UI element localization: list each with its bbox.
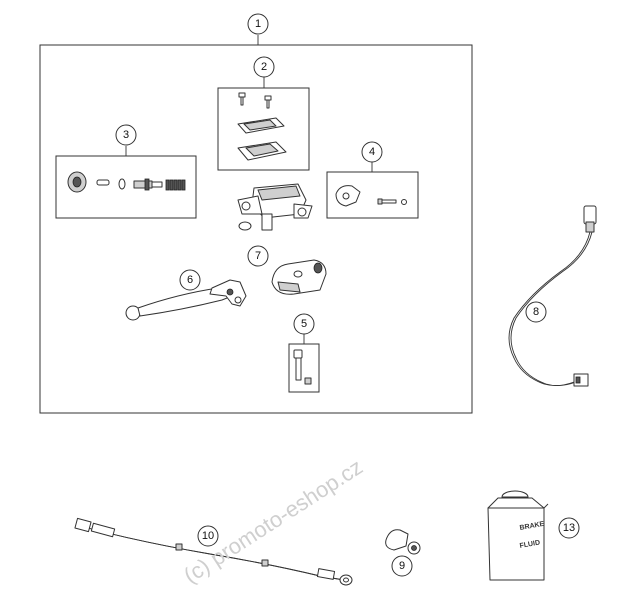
watermark-text: (c) promoto-eshop.cz xyxy=(179,454,367,588)
callout-6-label: 6 xyxy=(187,274,193,286)
hand-lever-part xyxy=(125,279,247,321)
assembly-frame xyxy=(39,44,473,414)
callout-3: 3 xyxy=(115,124,137,146)
callout-6: 6 xyxy=(179,269,201,291)
fluid-label-line2: FLUID xyxy=(519,539,541,549)
callout-2-label: 2 xyxy=(261,61,267,73)
subframe-clamp-kit xyxy=(326,171,419,219)
callout-8: 8 xyxy=(525,301,547,323)
callout-4-label: 4 xyxy=(369,146,375,158)
callout-3-label: 3 xyxy=(123,129,129,141)
reservoir-cover-parts xyxy=(237,92,287,161)
callout-7-label: 7 xyxy=(255,250,261,262)
brake-fluid-bottle: BRAKE FLUID xyxy=(487,490,549,581)
callout-1-label: 1 xyxy=(255,18,261,30)
fluid-label-line1: BRAKE xyxy=(519,521,545,532)
clamp-kit-parts xyxy=(335,185,407,207)
master-cylinder-body xyxy=(237,183,313,231)
clip-part xyxy=(385,529,421,555)
subframe-reservoir-cover xyxy=(217,87,310,171)
callout-9: 9 xyxy=(391,555,413,577)
callout-1: 1 xyxy=(247,13,269,35)
piston-kit-parts xyxy=(67,171,186,193)
callout-10-label: 10 xyxy=(202,530,214,542)
pivot-bolt-part xyxy=(293,349,312,385)
callout-8-label: 8 xyxy=(533,306,539,318)
callout-13: 13 xyxy=(558,517,580,539)
callout-13-label: 13 xyxy=(563,522,575,534)
brake-light-switch-cable xyxy=(508,205,597,387)
callout-9-label: 9 xyxy=(399,560,405,572)
lever-cover-part xyxy=(271,259,327,295)
callout-5-label: 5 xyxy=(301,318,307,330)
callout-10: 10 xyxy=(197,525,219,547)
brake-line-part xyxy=(74,517,353,586)
callout-7: 7 xyxy=(247,245,269,267)
callout-5: 5 xyxy=(293,313,315,335)
callout-2: 2 xyxy=(253,56,275,78)
callout-4: 4 xyxy=(361,141,383,163)
